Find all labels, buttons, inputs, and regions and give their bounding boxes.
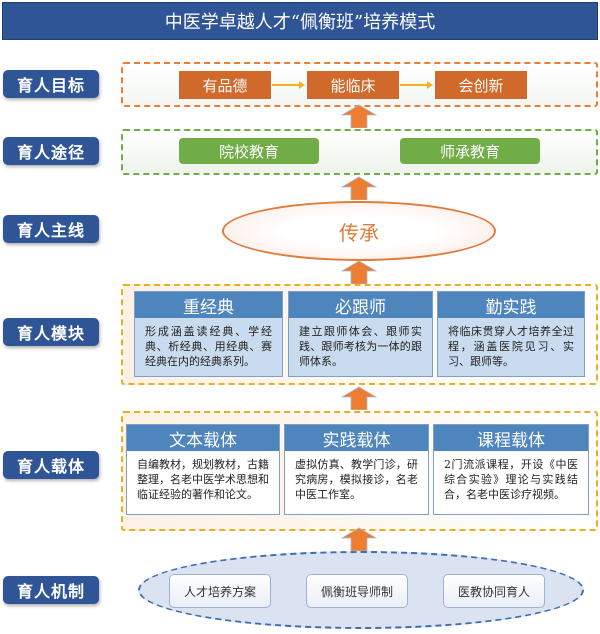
module-card: 勤实践 将临床贯穿人才培养全过程，涵盖医院见习、实习、跟师等。 — [437, 291, 585, 377]
carrier-card-body: 虚拟仿真、教学门诊，研究病房，模拟接诊，名老中医工作室。 — [295, 458, 418, 501]
row-label-mainline: 育人主线 — [3, 215, 99, 243]
connector-line — [400, 84, 428, 86]
arrow-up-icon — [341, 104, 377, 128]
carrier-card: 课程载体 2门流派课程，开设《中医综合实验》理论与实践结合，名老中医诊疗视频。 — [433, 424, 589, 515]
module-card-title: 重经典 — [135, 292, 282, 318]
module-card-body: 将临床贯穿人才培养全过程，涵盖医院见习、实习、跟师等。 — [448, 325, 574, 368]
module-card-title: 必跟师 — [289, 292, 432, 318]
carrier-card: 实践载体 虚拟仿真、教学门诊，研究病房，模拟接诊，名老中医工作室。 — [284, 424, 429, 515]
carrier-card-title: 实践载体 — [285, 425, 428, 451]
module-card-body: 形成涵盖读经典、学经典、析经典、用经典、赛经典在内的经典系列。 — [145, 325, 272, 368]
carrier-card-body: 2门流派课程，开设《中医综合实验》理论与实践结合，名老中医诊疗视频。 — [444, 458, 578, 501]
row-label-module: 育人模块 — [3, 318, 99, 346]
row-label-mechanism: 育人机制 — [3, 576, 99, 604]
arrow-up-icon — [341, 386, 377, 410]
goal-item-clinical: 能临床 — [307, 71, 399, 99]
row-label-path: 育人途径 — [3, 137, 99, 165]
carrier-card: 文本载体 自编教材，规划教材，古籍整理，名老中医学术思想和临证经验的著作和论文。 — [126, 424, 280, 515]
path-item-mentorship: 师承教育 — [400, 138, 540, 164]
arrow-up-icon — [341, 527, 377, 551]
row-label-goal: 育人目标 — [3, 70, 99, 98]
carrier-card-body: 自编教材，规划教材，古籍整理，名老中医学术思想和临证经验的著作和论文。 — [137, 458, 269, 501]
carrier-card-title: 课程载体 — [434, 425, 588, 451]
mainline-ellipse: 传承 — [222, 201, 496, 261]
row-label-carrier: 育人载体 — [3, 451, 99, 479]
arrow-right-icon — [427, 81, 433, 89]
goal-item-innovation: 会创新 — [435, 71, 527, 99]
mechanism-item: 人才培养方案 — [169, 574, 271, 608]
arrow-right-icon — [299, 81, 305, 89]
arrow-up-icon — [341, 176, 377, 200]
path-item-school: 院校教育 — [179, 138, 319, 164]
module-card-title: 勤实践 — [438, 292, 584, 318]
diagram-title: 中医学卓越人才“佩衡班”培养模式 — [2, 2, 598, 40]
module-card-body: 建立跟师体会、跟师实践、跟师考核为一体的跟师体系。 — [299, 325, 422, 368]
connector-line — [272, 84, 300, 86]
arrow-up-icon — [341, 260, 377, 284]
goal-item-morality: 有品德 — [179, 71, 271, 99]
mechanism-item: 佩衡班导师制 — [306, 574, 408, 608]
module-card: 重经典 形成涵盖读经典、学经典、析经典、用经典、赛经典在内的经典系列。 — [134, 291, 283, 377]
carrier-card-title: 文本载体 — [127, 425, 279, 451]
mechanism-item: 医教协同育人 — [443, 574, 545, 608]
module-card: 必跟师 建立跟师体会、跟师实践、跟师考核为一体的跟师体系。 — [288, 291, 433, 377]
